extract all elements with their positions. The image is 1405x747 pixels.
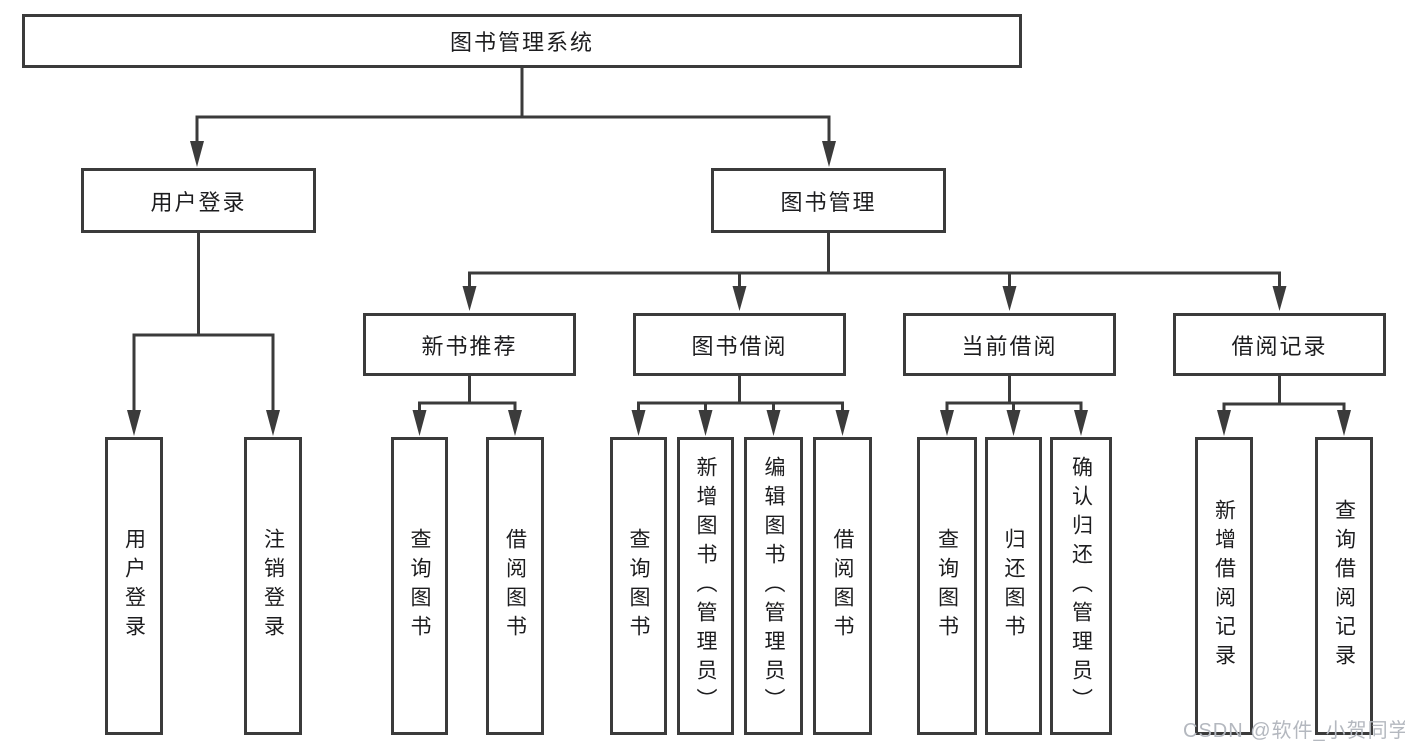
leaf-borrow-books-label: 借阅图书 — [831, 528, 854, 644]
node-root-system: 图书管理系统 — [22, 14, 1022, 68]
leaf-return-books: 归还图书 — [985, 437, 1042, 735]
node-new-book-recommend-label: 新书推荐 — [421, 333, 518, 359]
leaf-borrow-books-recommend: 借阅图书 — [486, 437, 544, 735]
node-book-management: 图书管理 — [711, 168, 946, 233]
node-current-borrowing-label: 当前借阅 — [961, 333, 1058, 359]
leaf-user-login-label: 用户登录 — [122, 528, 146, 644]
node-user-login: 用户登录 — [81, 168, 316, 233]
connector-root-to-branches — [195, 65, 831, 148]
leaf-add-books-admin-label: 新增图书（管理员） — [694, 455, 717, 717]
leaf-search-books-current: 查询图书 — [917, 437, 977, 735]
leaf-add-borrow-record: 新增借阅记录 — [1195, 437, 1253, 735]
connector-user-login-group — [132, 231, 275, 417]
leaf-return-books-label: 归还图书 — [1002, 528, 1025, 644]
leaf-search-books-recommend-label: 查询图书 — [408, 528, 431, 644]
leaf-add-borrow-record-label: 新增借阅记录 — [1212, 499, 1236, 673]
node-borrow-records-label: 借阅记录 — [1231, 333, 1328, 359]
arrowheads-book-borrowing-group — [631, 410, 850, 436]
leaf-search-borrow-record: 查询借阅记录 — [1315, 437, 1373, 735]
arrowheads-borrow-records-group — [1217, 410, 1351, 436]
leaf-user-login: 用户登录 — [105, 437, 163, 735]
csdn-watermark: CSDN @软件_小贺同学 — [1183, 720, 1405, 742]
node-book-management-label: 图书管理 — [780, 189, 877, 215]
connector-book-borrowing-group — [637, 374, 844, 416]
arrowheads-root-to-branches — [190, 141, 836, 167]
leaf-borrow-books-recommend-label: 借阅图书 — [503, 528, 527, 644]
leaf-search-books-borrowing: 查询图书 — [610, 437, 667, 735]
leaf-search-books-borrowing-label: 查询图书 — [627, 528, 650, 644]
node-new-book-recommend: 新书推荐 — [363, 313, 576, 376]
connector-current-borrowing-group — [945, 374, 1083, 416]
node-book-borrowing-label: 图书借阅 — [691, 333, 788, 359]
node-borrow-records: 借阅记录 — [1173, 313, 1386, 376]
leaf-confirm-return-admin-label: 确认归还（管理员） — [1069, 455, 1093, 717]
leaf-search-books-recommend: 查询图书 — [391, 437, 448, 735]
leaf-borrow-books: 借阅图书 — [813, 437, 872, 735]
leaf-add-books-admin: 新增图书（管理员） — [677, 437, 734, 735]
node-root-system-label: 图书管理系统 — [449, 30, 594, 55]
leaf-edit-books-admin-label: 编辑图书（管理员） — [762, 455, 785, 717]
leaf-logout: 注销登录 — [244, 437, 302, 735]
arrowheads-book-management-group — [462, 286, 1287, 311]
arrowheads-new-book-recommend-group — [412, 410, 522, 436]
arrowheads-current-borrowing-group — [940, 410, 1088, 436]
leaf-edit-books-admin: 编辑图书（管理员） — [744, 437, 803, 735]
connector-new-book-recommend-group — [418, 374, 517, 416]
leaf-logout-label: 注销登录 — [261, 528, 285, 644]
leaf-confirm-return-admin: 确认归还（管理员） — [1050, 437, 1112, 735]
leaf-search-borrow-record-label: 查询借阅记录 — [1332, 499, 1356, 673]
node-current-borrowing: 当前借阅 — [903, 313, 1116, 376]
arrowheads-user-login-group — [127, 410, 280, 436]
connector-book-management-group — [468, 231, 1281, 292]
leaf-search-books-current-label: 查询图书 — [935, 528, 959, 644]
node-user-login-label: 用户登录 — [150, 189, 247, 215]
connector-borrow-records-group — [1222, 374, 1346, 417]
node-book-borrowing: 图书借阅 — [633, 313, 846, 376]
